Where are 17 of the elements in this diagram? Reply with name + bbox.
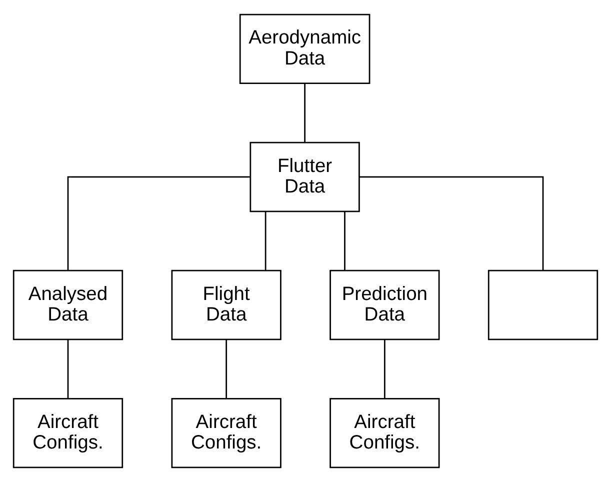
node-box: Aircraft Configs. (12, 397, 124, 468)
node-box (488, 269, 598, 340)
connector (226, 340, 228, 398)
node-box: Aircraft Configs. (330, 397, 440, 468)
connector (264, 211, 266, 270)
connector (304, 83, 306, 142)
node-box: Flight Data (171, 269, 282, 340)
node-box: Aircraft Configs. (171, 397, 282, 468)
node-box: Flutter Data (250, 141, 360, 212)
connector (359, 176, 544, 270)
node-box: Analysed Data (12, 269, 124, 340)
node-box: Aerodynamic Data (239, 13, 370, 84)
node-box: Prediction Data (330, 269, 440, 340)
connector (67, 176, 250, 270)
connector (344, 211, 346, 270)
connector (67, 340, 69, 398)
connector (384, 340, 386, 398)
